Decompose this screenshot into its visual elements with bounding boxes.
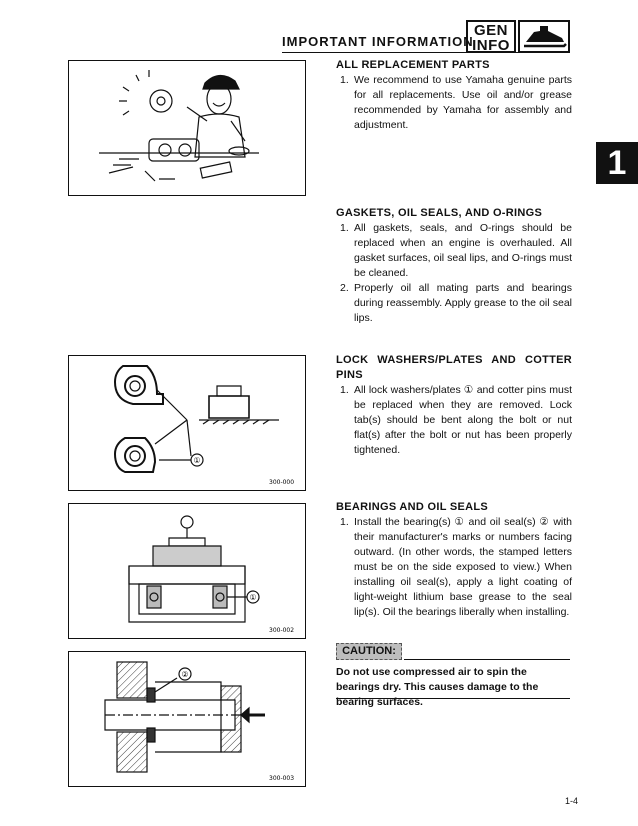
list-item: 1. All gaskets, seals, and O-rings shoul… (336, 221, 572, 281)
list-item: 1. We recommend to use Yamaha genuine pa… (336, 73, 572, 133)
item-number: 1. (340, 222, 349, 234)
chapter-tab: 1 (596, 142, 638, 184)
lock-washer-illustration: ① 300-000 (113, 365, 294, 486)
list-item: 1. Install the bearing(s) ① and oil seal… (336, 515, 572, 620)
figure-callout: ② (181, 670, 188, 679)
list-item: 2. Properly oil all mating parts and bea… (336, 281, 572, 326)
caution-text: Do not use compressed air to spin the be… (336, 666, 539, 708)
page-header-title: IMPORTANT INFORMATION (282, 34, 474, 49)
item-text: All lock washers/plates ① and cotter pin… (354, 384, 572, 456)
item-number: 2. (340, 282, 349, 294)
caution-label: CAUTION: (336, 643, 402, 660)
caution-rule (404, 659, 570, 660)
item-text: Install the bearing(s) ① and oil seal(s)… (354, 516, 572, 618)
item-text: Properly oil all mating parts and bearin… (354, 282, 572, 324)
section-gaskets: GASKETS, OIL SEALS, AND O-RINGS 1. All g… (336, 206, 572, 326)
item-number: 1. (340, 516, 349, 528)
oil-seal-illustration: ② 300-003 (104, 661, 294, 782)
item-number: 1. (340, 74, 349, 86)
header-rule (282, 52, 570, 53)
figure-oil-seal: ② 300-003 (68, 651, 306, 787)
list-item: 1. All lock washers/plates ① and cotter … (336, 383, 572, 458)
figure-code: 300-000 (269, 479, 294, 486)
section-heading: ALL REPLACEMENT PARTS (336, 59, 490, 71)
badge-line-1: GEN (473, 22, 508, 39)
badge-line-2: INFO (472, 37, 510, 54)
figure-lock-washers: ① 300-000 (68, 355, 306, 491)
section-replacement-parts: ALL REPLACEMENT PARTS 1. We recommend to… (336, 58, 572, 133)
figure-bearing-press: ① 300-002 (68, 503, 306, 639)
figure-callout: ① (193, 456, 200, 465)
caution-bottom-rule (336, 698, 570, 699)
section-heading: LOCK WASHERS/PLATES AND COTTER PINS (336, 354, 572, 381)
section-lock-washers: LOCK WASHERS/PLATES AND COTTER PINS 1. A… (336, 353, 572, 458)
figure-code: 300-003 (269, 775, 294, 782)
item-text: All gaskets, seals, and O-rings should b… (354, 222, 572, 279)
figure-code: 300-002 (269, 627, 294, 634)
figure-mechanic (68, 60, 306, 196)
item-text: We recommend to use Yamaha genuine parts… (354, 74, 572, 131)
section-bearings: BEARINGS AND OIL SEALS 1. Install the be… (336, 500, 572, 620)
mechanic-illustration (99, 70, 259, 182)
page-number: 1-4 (565, 796, 579, 806)
section-badge: GEN INFO (466, 20, 516, 53)
item-number: 1. (340, 384, 349, 396)
bearing-press-illustration: ① 300-002 (128, 515, 294, 634)
section-heading: BEARINGS AND OIL SEALS (336, 501, 489, 513)
snowmobile-icon (518, 20, 570, 53)
figure-callout: ① (249, 593, 256, 602)
section-heading: GASKETS, OIL SEALS, AND O-RINGS (336, 207, 543, 219)
